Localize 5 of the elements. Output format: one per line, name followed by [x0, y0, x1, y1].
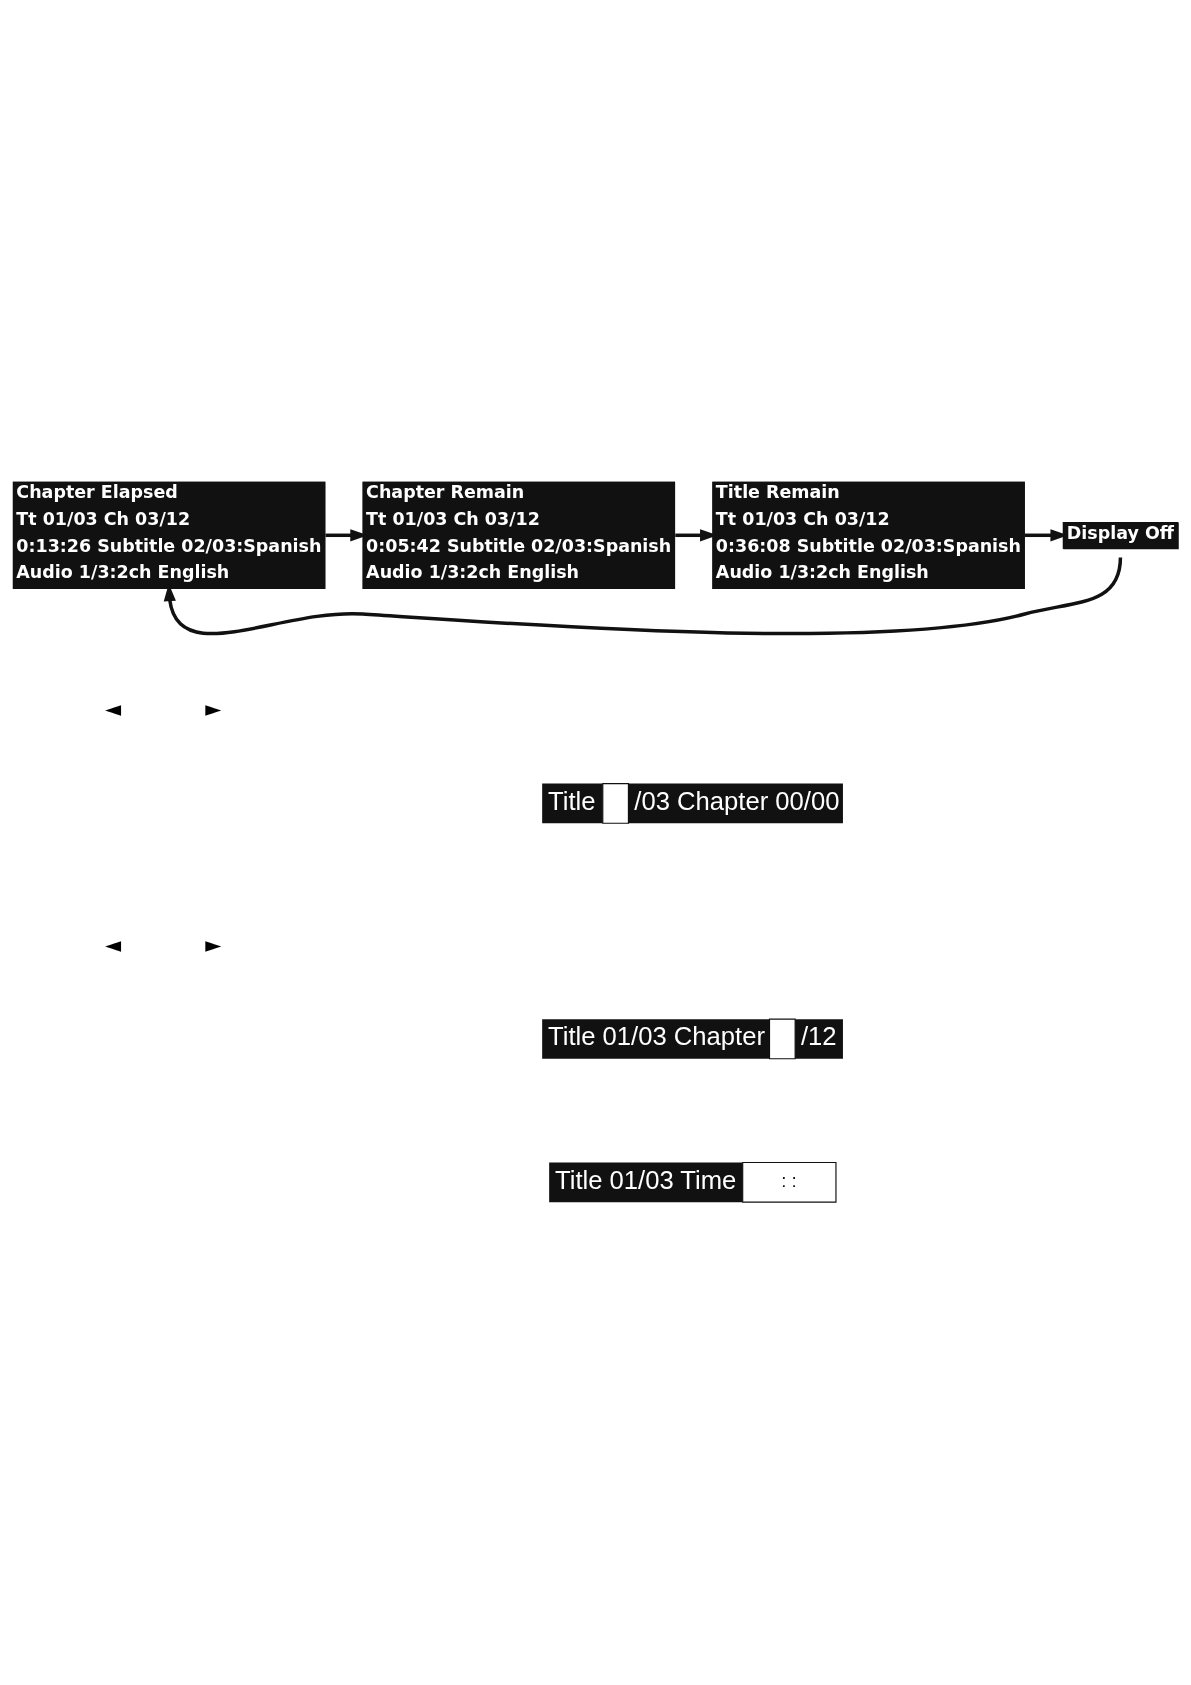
label: ► [205, 697, 222, 722]
label: ► [205, 932, 222, 957]
label: ◄ [104, 932, 122, 957]
label: ◄ [104, 697, 122, 722]
arrow [163, 557, 1123, 636]
